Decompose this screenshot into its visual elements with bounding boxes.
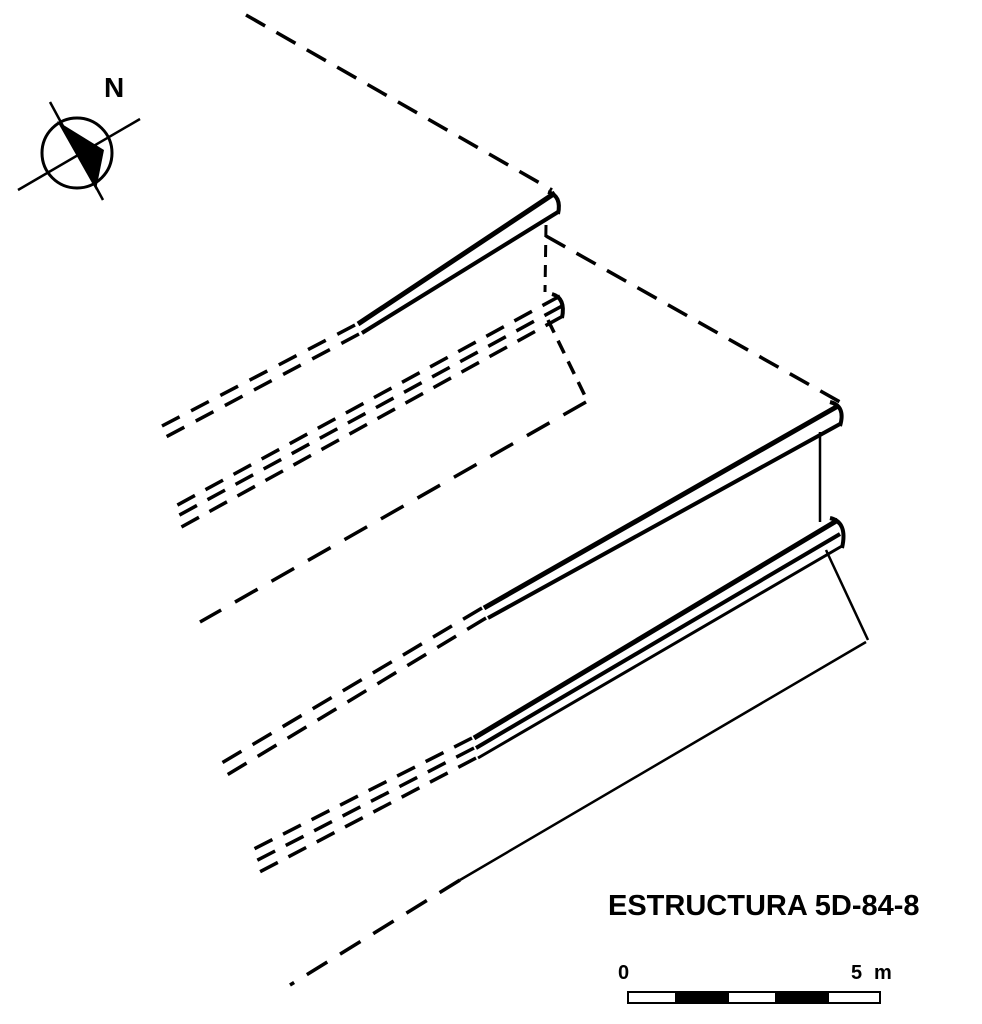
scale-end-label: 5: [851, 962, 863, 984]
north-arrow-icon: [17, 101, 141, 201]
scale-segment: [727, 991, 777, 1004]
upper-terrace-base-molding: [171, 292, 588, 624]
upper-terrace-cornice: [161, 190, 561, 440]
scale-bar: [627, 991, 881, 1004]
lower-terrace-base-molding: [247, 516, 870, 987]
scale-segment: [675, 991, 729, 1004]
lower-terrace-cornice: [219, 400, 844, 780]
scale-segment: [827, 991, 881, 1004]
scale-unit-label: m: [874, 962, 892, 984]
north-label: N: [104, 72, 125, 103]
scale-segment: [775, 991, 829, 1004]
upper-terrace-back-edge: [245, 13, 841, 404]
scale-start-label: 0: [618, 962, 630, 984]
drawing-title: ESTRUCTURA 5D-84-8: [608, 890, 920, 922]
scale-segment: [627, 991, 677, 1004]
